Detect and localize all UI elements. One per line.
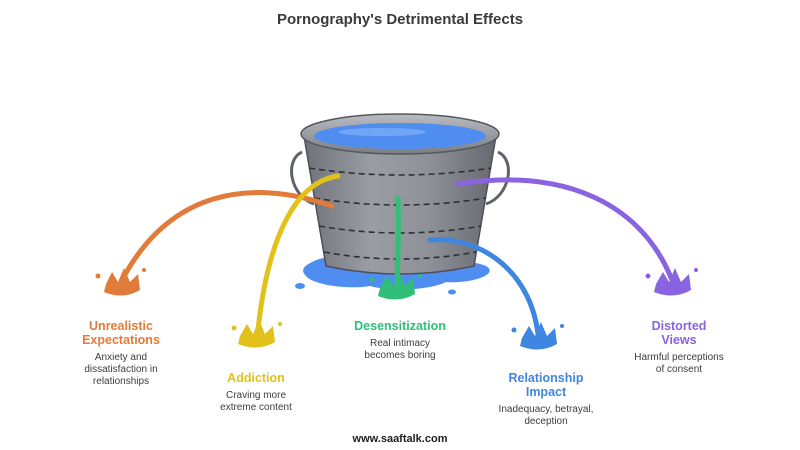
leak-stream-unrealistic — [95, 190, 335, 296]
effect-title: Relationship Impact — [466, 371, 626, 399]
leak-stream-distorted — [455, 177, 698, 296]
effect-title-line: Desensitization — [354, 319, 446, 333]
bucket-seam — [308, 167, 492, 176]
water-drop — [295, 283, 305, 289]
effect-distorted: Distorted Views Harmful perceptions of c… — [604, 319, 754, 376]
effect-desc-line: Craving more — [225, 390, 287, 401]
leak-stream-relationship — [427, 237, 564, 350]
bucket-seam — [313, 197, 487, 206]
water-drop — [448, 289, 456, 295]
effect-unrealistic: Unrealistic Expectations Anxiety and dis… — [46, 319, 196, 388]
effect-description: Craving more extreme content — [186, 390, 326, 414]
effect-title-line: Impact — [525, 385, 567, 399]
effect-desensitization: Desensitization Real intimacy becomes bo… — [318, 319, 482, 362]
effect-title: Desensitization — [318, 319, 482, 333]
bucket-water — [314, 123, 486, 149]
effect-description: Harmful perceptions of consent — [604, 352, 754, 376]
effect-title: Addiction — [186, 371, 326, 385]
effect-desc-line: Real intimacy — [369, 338, 431, 349]
effect-desc-line: extreme content — [220, 402, 292, 413]
effect-desc-line: Anxiety and — [94, 352, 148, 363]
effect-addiction: Addiction Craving more extreme content — [186, 371, 326, 414]
effect-desc-line: relationships — [92, 376, 150, 387]
effect-relationship: Relationship Impact Inadequacy, betrayal… — [466, 371, 626, 428]
effect-desc-line: dissatisfaction in — [84, 364, 158, 375]
effect-desc-line: Harmful perceptions — [634, 352, 724, 363]
effect-title-line: Distorted — [651, 319, 707, 333]
diagram-title: Pornography's Detrimental Effects — [276, 11, 524, 28]
effect-desc-line: becomes boring — [364, 350, 436, 361]
leak-stream-desensitization — [369, 195, 422, 300]
effect-title-line: Expectations — [82, 333, 160, 347]
effect-description: Real intimacy becomes boring — [318, 338, 482, 362]
effect-title-line: Addiction — [227, 371, 285, 385]
effect-desc-line: Inadequacy, betrayal, — [498, 404, 594, 415]
effect-title-line: Views — [661, 333, 697, 347]
leak-stream-addiction — [231, 173, 341, 348]
effect-title: Distorted Views — [604, 319, 754, 347]
effect-desc-line: of consent — [655, 364, 703, 375]
effect-description: Inadequacy, betrayal, deception — [466, 404, 626, 428]
bucket-seam — [323, 251, 477, 260]
effect-title: Unrealistic Expectations — [46, 319, 196, 347]
effect-title-line: Relationship — [508, 371, 584, 385]
effect-title-line: Unrealistic — [89, 319, 153, 333]
bucket-water-highlight — [338, 128, 426, 136]
effect-description: Anxiety and dissatisfaction in relations… — [46, 352, 196, 388]
effect-desc-line: deception — [524, 416, 568, 427]
website-footer: www.saaftalk.com — [352, 433, 448, 445]
